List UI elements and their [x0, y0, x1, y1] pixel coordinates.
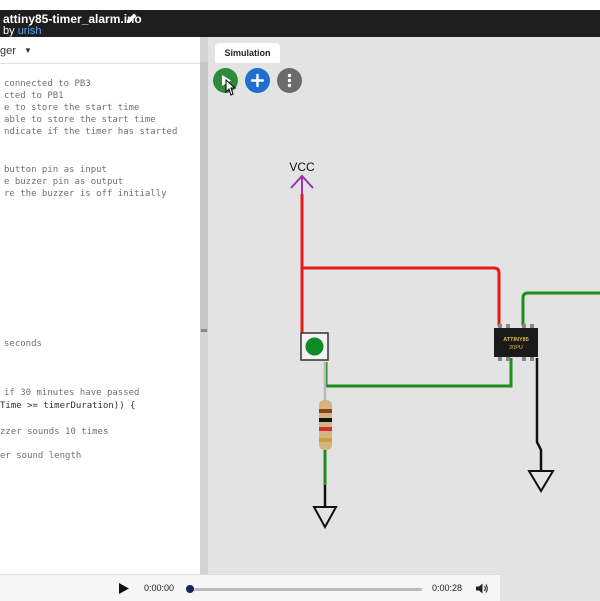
wire-signal[interactable]	[521, 291, 600, 326]
seek-thumb[interactable]	[186, 585, 194, 593]
code-line: cted to PB1	[4, 91, 64, 101]
author-link[interactable]: urish	[17, 25, 42, 37]
library-manager-dropdown[interactable]: ger	[0, 45, 16, 57]
duration: 0:00:28	[432, 583, 463, 593]
wire-power[interactable]	[302, 266, 501, 326]
code-line: er sound length	[0, 451, 82, 461]
code-line: ndicate if the timer has started	[4, 127, 178, 137]
code-line: zzer sounds 10 times	[0, 427, 109, 437]
editor-scrollbar[interactable]	[200, 62, 208, 332]
more-vert-icon	[287, 73, 292, 88]
tab-simulation[interactable]: Simulation	[215, 43, 280, 63]
vcc-symbol	[290, 174, 314, 194]
ground-symbol	[527, 470, 555, 493]
resistor[interactable]	[319, 362, 332, 450]
pushbutton[interactable]	[300, 332, 329, 361]
video-player-bar: 0:00:00 0:00:28	[0, 574, 500, 601]
seek-bar[interactable]	[190, 588, 422, 591]
more-options-button[interactable]	[277, 68, 302, 93]
volume-icon[interactable]	[475, 582, 489, 600]
wire-ground[interactable]	[535, 358, 543, 470]
attiny85-chip[interactable]: ATTINY85 20PU	[494, 324, 538, 361]
code-line: button pin as input	[4, 165, 107, 175]
code-line: able to store the start time	[4, 115, 156, 125]
current-time: 0:00:00	[144, 583, 175, 593]
project-title: attiny85-timer_alarm.ino	[3, 12, 142, 26]
chip-label-model: ATTINY85	[503, 337, 529, 343]
code-line: e to store the start time	[4, 103, 140, 113]
code-line: seconds	[4, 339, 42, 349]
byline: by urish	[3, 25, 42, 37]
editor-toolbar: ger ▼	[0, 37, 200, 64]
plus-icon	[250, 73, 265, 88]
wire-signal[interactable]	[324, 358, 513, 388]
simulation-canvas[interactable]	[208, 37, 600, 600]
chip-label-variant: 20PU	[509, 345, 523, 351]
pencil-edit-icon[interactable]	[126, 11, 138, 29]
cursor-hand-icon	[225, 78, 237, 96]
vcc-label: VCC	[289, 160, 315, 174]
code-line: connected to PB3	[4, 79, 91, 89]
play-icon[interactable]	[118, 582, 130, 600]
chevron-down-icon[interactable]: ▼	[24, 46, 32, 55]
code-line: e buzzer pin as output	[4, 177, 124, 187]
code-line: re the buzzer is off initially	[4, 189, 167, 199]
code-line: Time >= timerDuration)) {	[0, 401, 136, 411]
splitter-handle[interactable]	[201, 329, 207, 332]
code-editor-pane[interactable]: ger ▼ connected to PB3 cted to PB1 e to …	[0, 37, 200, 600]
add-part-button[interactable]	[245, 68, 270, 93]
project-header: attiny85-timer_alarm.ino by urish	[0, 10, 600, 37]
ground-symbol	[312, 506, 338, 530]
by-prefix: by	[3, 25, 15, 37]
code-line: if 30 minutes have passed	[4, 388, 140, 398]
top-strip	[0, 0, 600, 10]
